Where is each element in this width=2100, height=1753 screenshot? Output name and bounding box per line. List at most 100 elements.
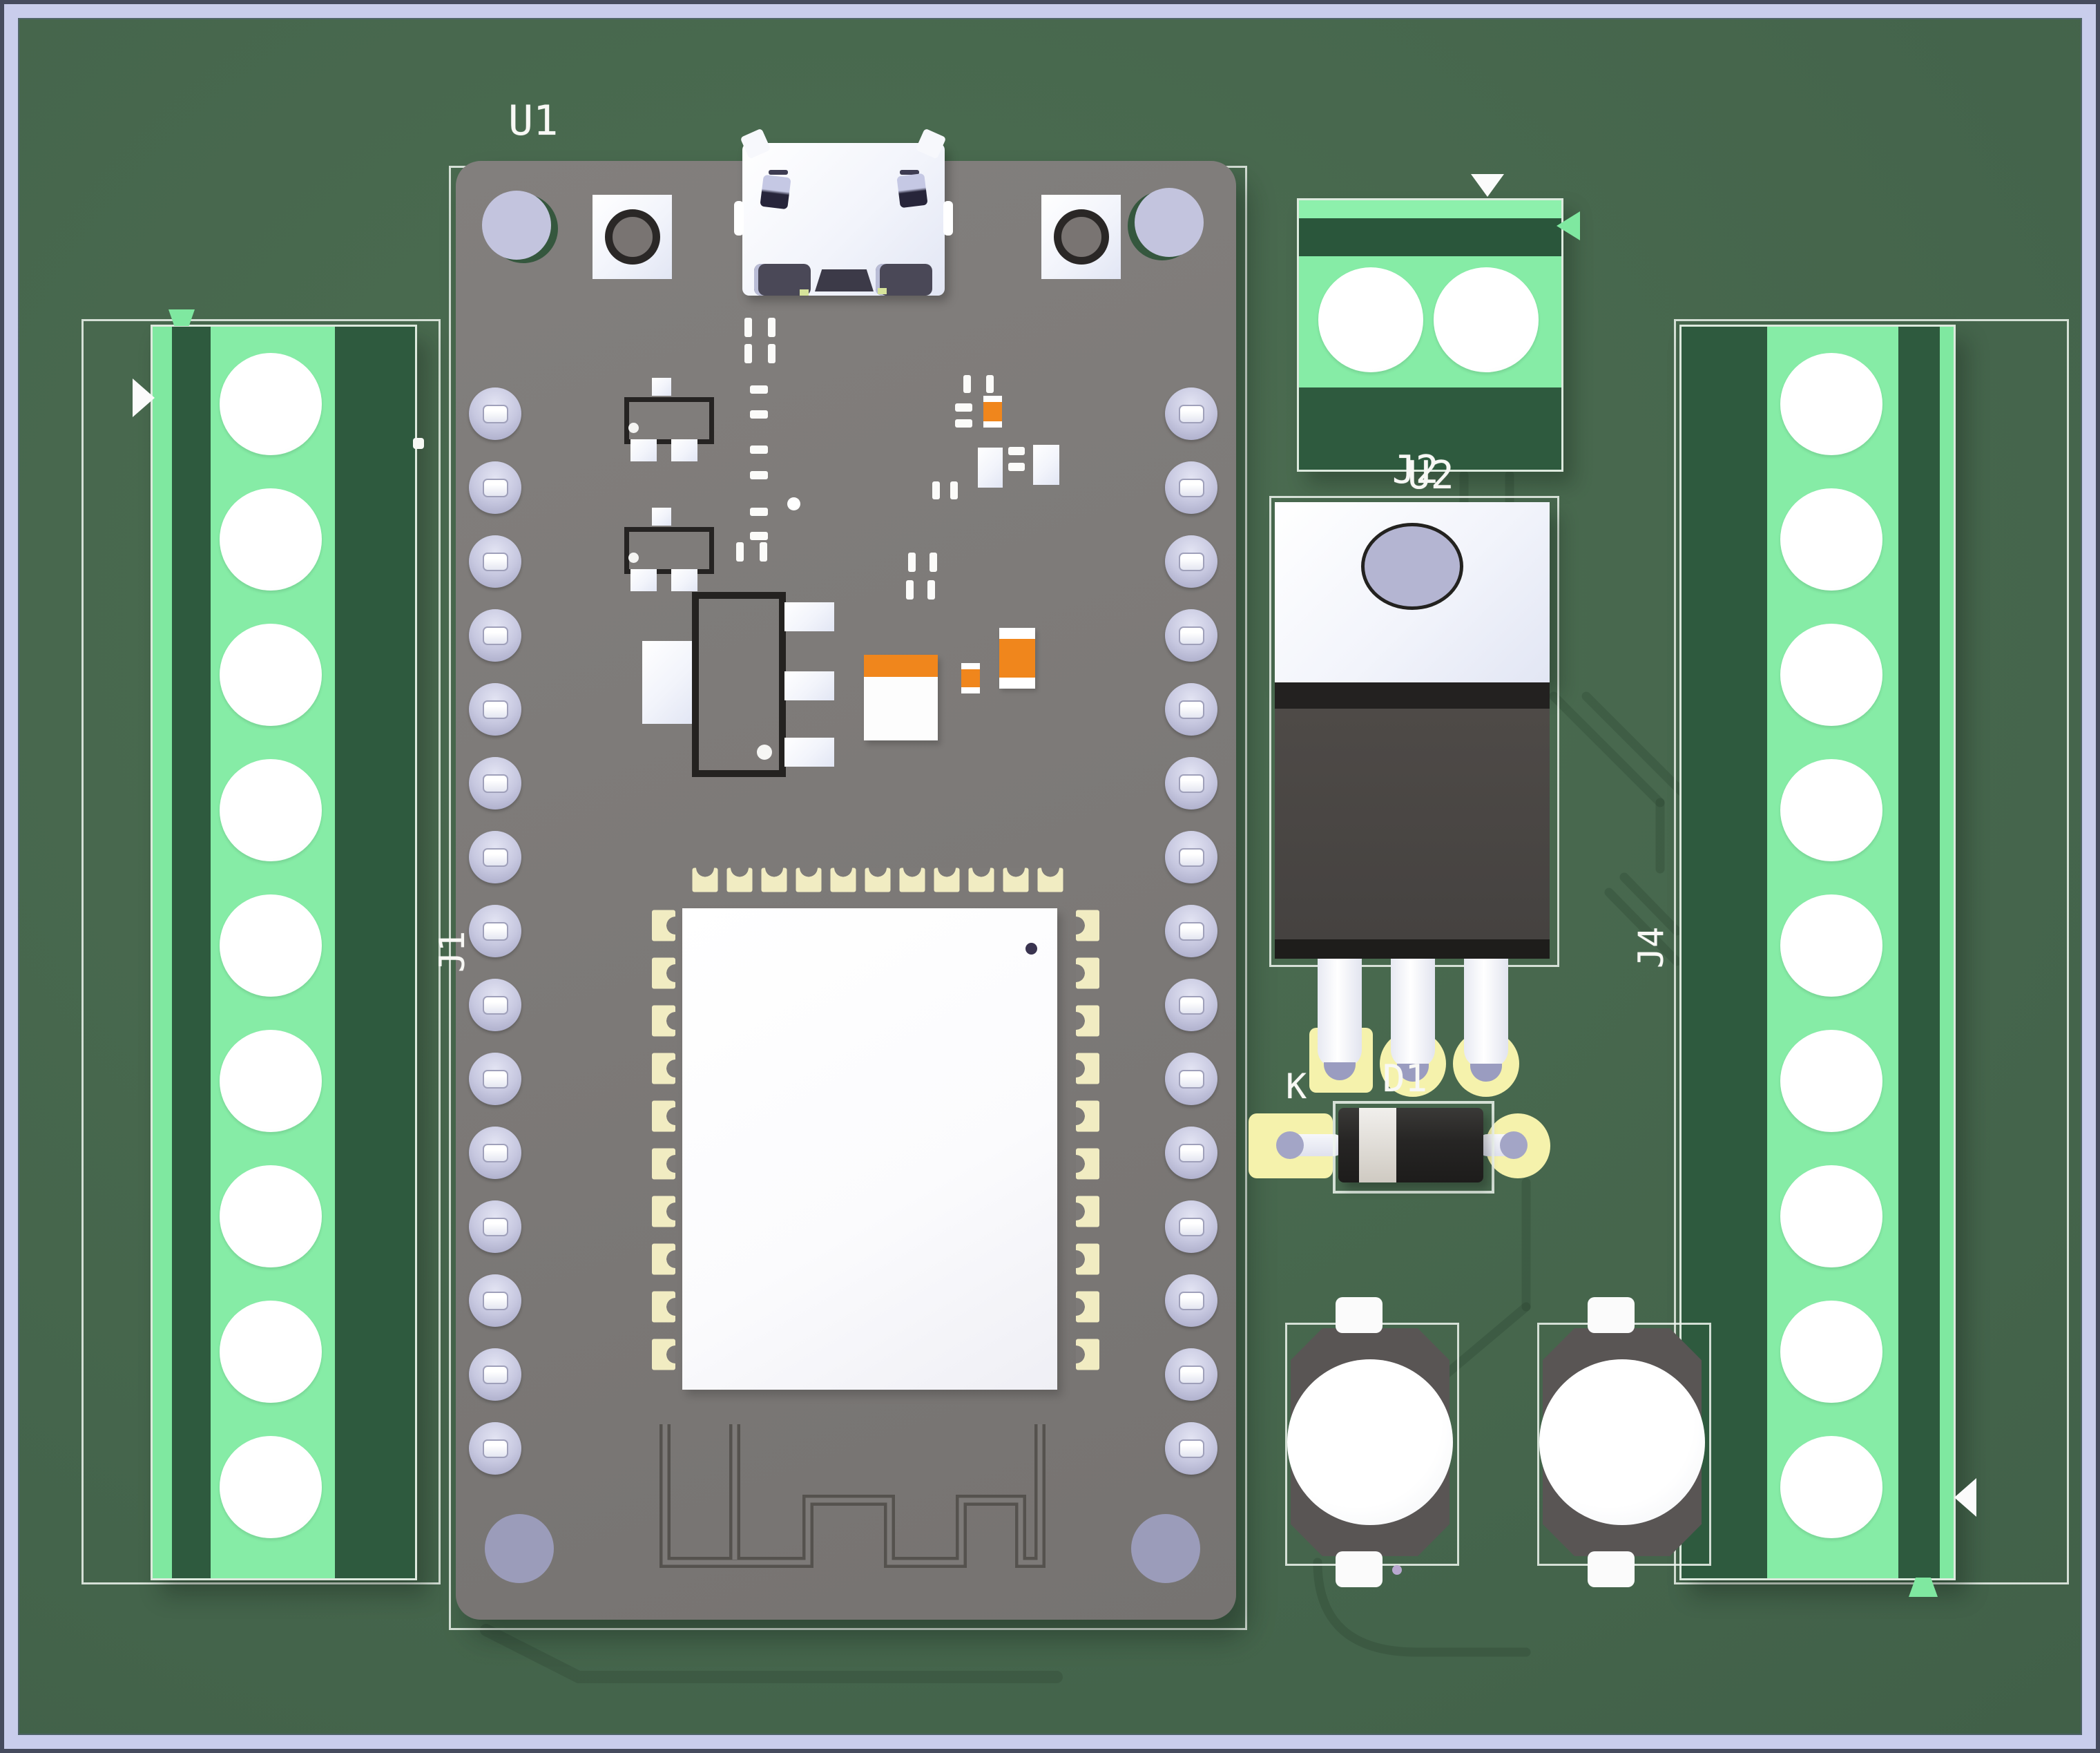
castellated-pad bbox=[1076, 1005, 1099, 1037]
sot23-pad bbox=[630, 569, 657, 591]
connector-rail bbox=[1299, 200, 1561, 218]
refdes-j2: J2 bbox=[1392, 448, 1439, 492]
chip-capacitor-orange bbox=[983, 396, 1002, 428]
terminal-hole bbox=[220, 488, 322, 591]
module-pin-pad bbox=[1165, 831, 1217, 883]
module-pin-pad bbox=[1165, 535, 1217, 588]
pin1-dot-icon bbox=[628, 423, 639, 433]
to220-stripe bbox=[1275, 682, 1550, 709]
usb-side-tab bbox=[734, 201, 744, 236]
connector-rail bbox=[1940, 327, 1954, 1578]
button-tab bbox=[1588, 1297, 1635, 1333]
castellated-pad bbox=[1076, 1148, 1099, 1180]
sot23-outline bbox=[624, 397, 714, 444]
terminal-hole bbox=[1780, 894, 1882, 997]
pad-dash bbox=[1008, 463, 1025, 471]
sot223-body bbox=[692, 592, 786, 777]
pin-pad-center bbox=[1178, 1217, 1204, 1236]
pad-dash bbox=[750, 508, 768, 516]
pad-dash bbox=[1008, 447, 1025, 455]
to220-leg bbox=[1391, 959, 1435, 1068]
module-pin-pad bbox=[1165, 609, 1217, 662]
castellated-pad bbox=[1076, 1339, 1099, 1370]
module-pin-pad bbox=[1165, 1274, 1217, 1327]
terminal-hole bbox=[1780, 1030, 1882, 1132]
castellated-pad bbox=[652, 1291, 675, 1323]
module-pin-pad bbox=[1165, 905, 1217, 957]
module-pin-pad bbox=[469, 1053, 521, 1105]
pin-pad-center bbox=[1178, 1143, 1204, 1162]
castellated-pad bbox=[652, 1053, 675, 1084]
module-pin-pad bbox=[1165, 1348, 1217, 1401]
pin-pad-center bbox=[1178, 626, 1204, 645]
terminal-hole bbox=[1434, 267, 1539, 372]
pad-tick bbox=[768, 344, 776, 363]
pad-dash bbox=[955, 403, 972, 412]
sot23-pad bbox=[671, 569, 697, 591]
castellated-pad bbox=[652, 1100, 675, 1132]
sot23-pad bbox=[671, 439, 697, 461]
pin-pad-center bbox=[482, 700, 508, 719]
sot223-tab bbox=[642, 641, 693, 724]
castellated-pad bbox=[652, 910, 675, 941]
pad-tick bbox=[906, 580, 914, 600]
sot23-pad bbox=[652, 378, 671, 396]
footprint-pad bbox=[978, 448, 1003, 488]
chip-capacitor-orange bbox=[999, 628, 1035, 689]
castellated-pad bbox=[796, 868, 822, 892]
module-pin-pad bbox=[469, 1200, 521, 1253]
pad-dash bbox=[750, 385, 768, 394]
castellated-pad bbox=[652, 1005, 675, 1037]
to220-leg bbox=[1318, 959, 1362, 1068]
button-ring-icon bbox=[1053, 209, 1109, 265]
terminal-hole bbox=[220, 353, 322, 455]
terminal-hole bbox=[220, 759, 322, 861]
via-speck bbox=[1392, 1565, 1402, 1575]
pin-pad-center bbox=[1178, 478, 1204, 497]
terminal-hole bbox=[1318, 267, 1423, 372]
pad-tick bbox=[744, 318, 752, 337]
pin-pad-center bbox=[482, 404, 508, 423]
module-pin-pad bbox=[469, 387, 521, 440]
to220-mount-hole-icon bbox=[1361, 523, 1463, 610]
castellated-pad bbox=[652, 1148, 675, 1180]
module-pin-pad bbox=[469, 1348, 521, 1401]
module-pin-pad bbox=[469, 979, 521, 1031]
module-pin-pad bbox=[1165, 1200, 1217, 1253]
pad-tick bbox=[932, 481, 940, 499]
left-connector-courtyard bbox=[81, 319, 441, 1584]
castellated-pad bbox=[1076, 957, 1099, 989]
silkscreen-dot bbox=[413, 438, 424, 449]
mounting-hole-icon bbox=[1131, 1514, 1200, 1583]
micro-usb-connector bbox=[734, 128, 953, 296]
castellated-pad bbox=[1076, 1100, 1099, 1132]
to220-leg bbox=[1464, 959, 1508, 1068]
pad-tick bbox=[736, 542, 744, 562]
diode-lead-hole bbox=[1276, 1131, 1304, 1159]
pin-pad-center bbox=[1178, 552, 1204, 571]
pad-tick bbox=[986, 375, 994, 393]
pin-pad-center bbox=[482, 847, 508, 867]
pad-dash bbox=[750, 410, 768, 419]
pin-pad-center bbox=[482, 1217, 508, 1236]
pin-pad-center bbox=[482, 478, 508, 497]
castellated-pad bbox=[652, 1196, 675, 1227]
terminal-hole bbox=[220, 1030, 322, 1132]
pin-pad-center bbox=[482, 995, 508, 1015]
rf-shield bbox=[682, 908, 1057, 1390]
castellated-pad bbox=[1076, 1291, 1099, 1323]
footprint-pad bbox=[1033, 445, 1059, 485]
pin-pad-center bbox=[482, 552, 508, 571]
module-pin-pad bbox=[469, 905, 521, 957]
castellated-pad bbox=[1076, 1196, 1099, 1227]
sot23-pad bbox=[652, 508, 671, 526]
connector-rail bbox=[153, 327, 172, 1578]
refdes-u2: U2 bbox=[1407, 453, 1454, 498]
module-pin-pad bbox=[1165, 1127, 1217, 1179]
terminal-hole bbox=[220, 894, 322, 997]
castellated-pad bbox=[934, 868, 960, 892]
pin-pad-center bbox=[482, 1069, 508, 1089]
sot23-pad bbox=[630, 439, 657, 461]
pad-dash bbox=[750, 471, 768, 479]
